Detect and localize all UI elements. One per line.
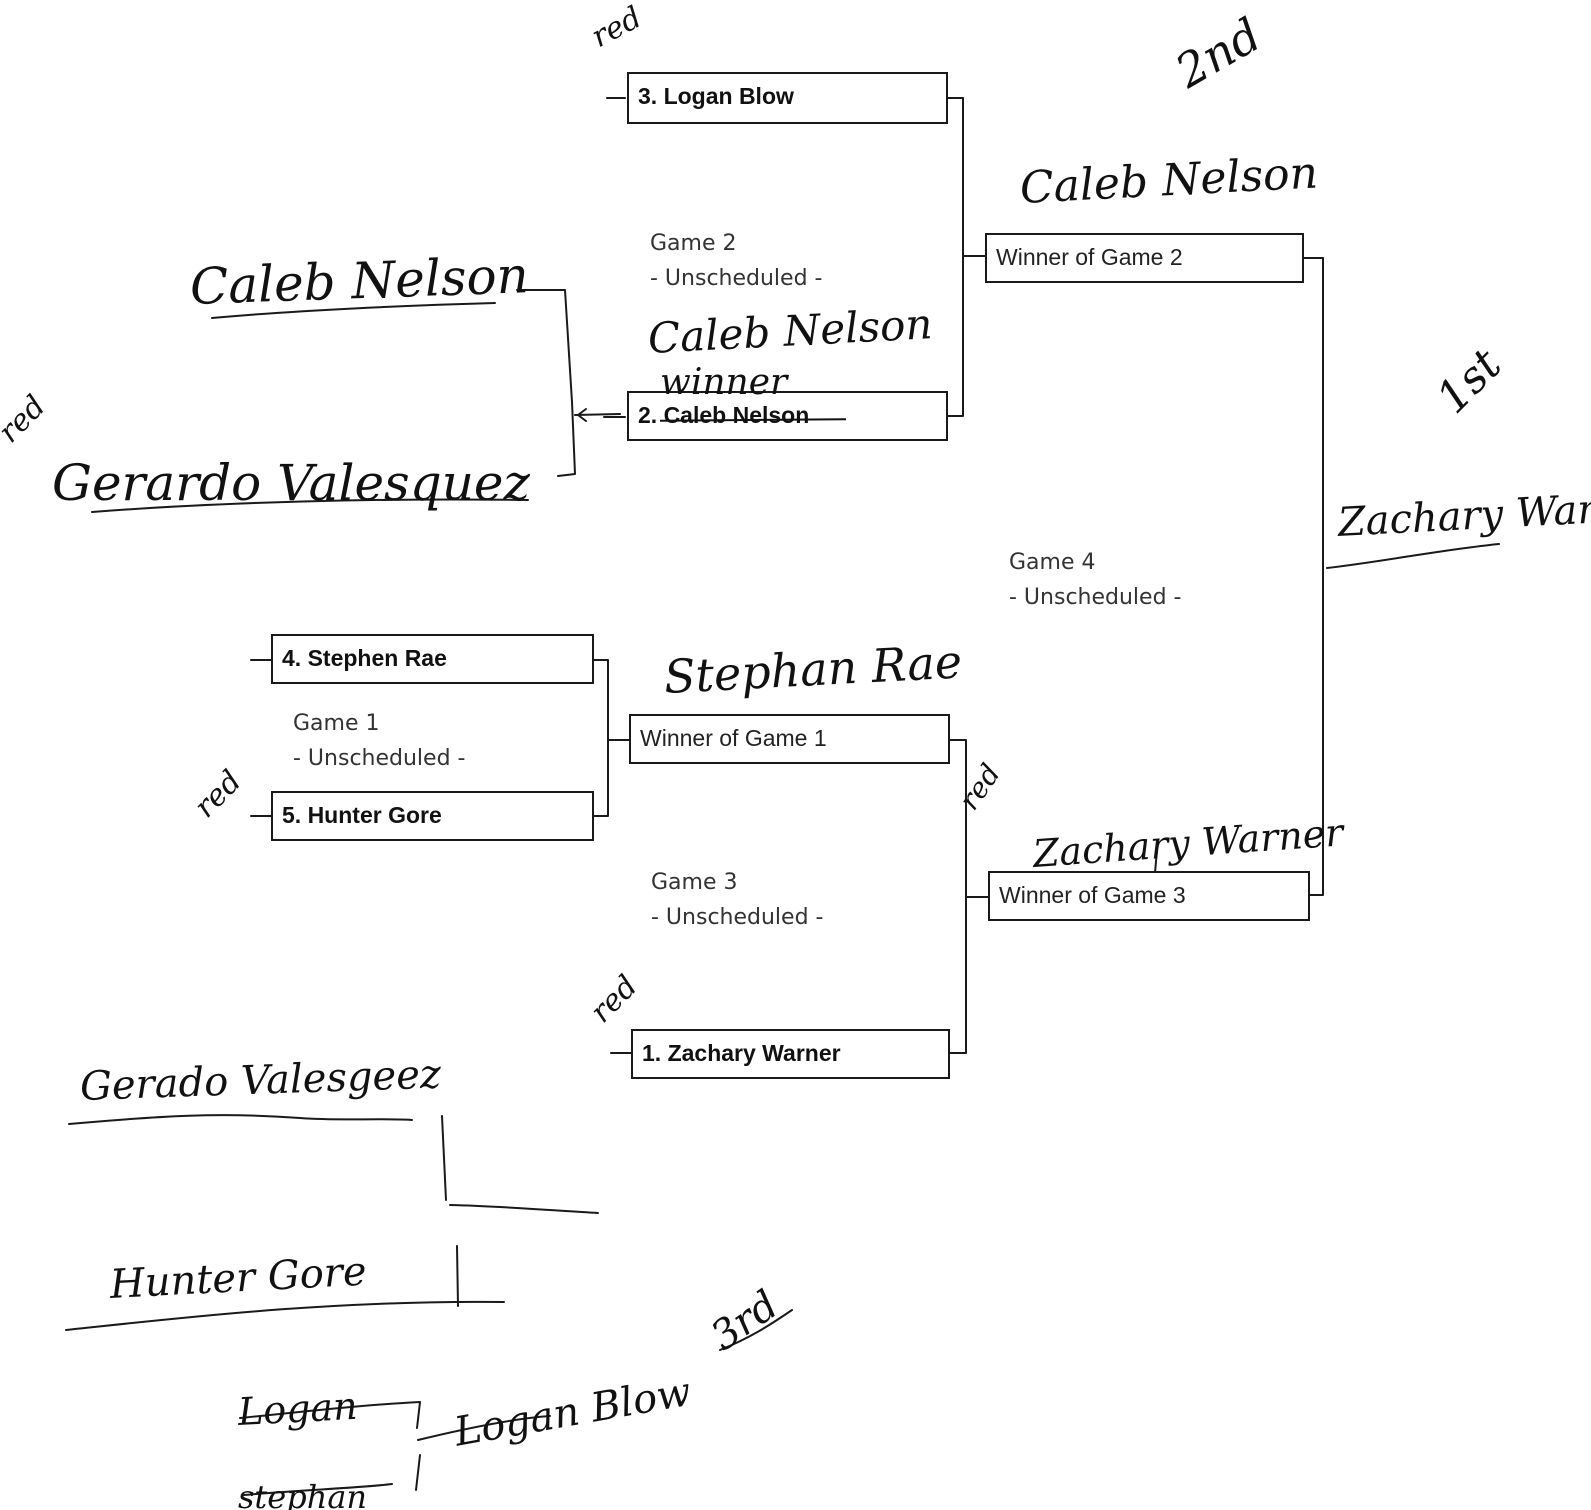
game-1-status: - Unscheduled - xyxy=(293,746,466,771)
game-4-label: Game 4 - Unscheduled - xyxy=(1009,545,1181,615)
seed-slot-hunter-gore: 5. Hunter Gore xyxy=(271,791,594,841)
game-4-title: Game 4 xyxy=(1009,550,1096,575)
game-2-title: Game 2 xyxy=(650,231,737,256)
winner-slot-game-2: Winner of Game 2 xyxy=(985,233,1304,283)
game-1-label: Game 1 - Unscheduled - xyxy=(293,706,465,776)
handwritten-gerardo-valesquez: Gerardo Valesquez xyxy=(52,454,530,512)
handwritten-winner-note: winner xyxy=(660,362,788,403)
handwritten-logan: Logan xyxy=(236,1383,359,1434)
game-1-title: Game 1 xyxy=(293,711,380,736)
game-4-status: - Unscheduled - xyxy=(1009,585,1182,610)
winner-slot-game-1: Winner of Game 1 xyxy=(629,714,950,764)
game-3-status: - Unscheduled - xyxy=(651,905,824,930)
seed-slot-caleb-nelson: 2. Caleb Nelson xyxy=(627,391,948,441)
game-3-label: Game 3 - Unscheduled - xyxy=(651,865,823,935)
handwritten-stephan-struck: stephan xyxy=(238,1478,367,1510)
winner-slot-game-3: Winner of Game 3 xyxy=(988,871,1310,921)
handwritten-caleb-nelson-play-in: Caleb Nelson xyxy=(188,246,530,316)
game-2-label: Game 2 - Unscheduled - xyxy=(650,226,822,296)
game-2-status: - Unscheduled - xyxy=(650,266,823,291)
game-3-title: Game 3 xyxy=(651,870,738,895)
seed-slot-logan-blow: 3. Logan Blow xyxy=(627,72,948,124)
seed-slot-zachary-warner: 1. Zachary Warner xyxy=(631,1029,950,1079)
seed-slot-stephen-rae: 4. Stephen Rae xyxy=(271,634,594,684)
